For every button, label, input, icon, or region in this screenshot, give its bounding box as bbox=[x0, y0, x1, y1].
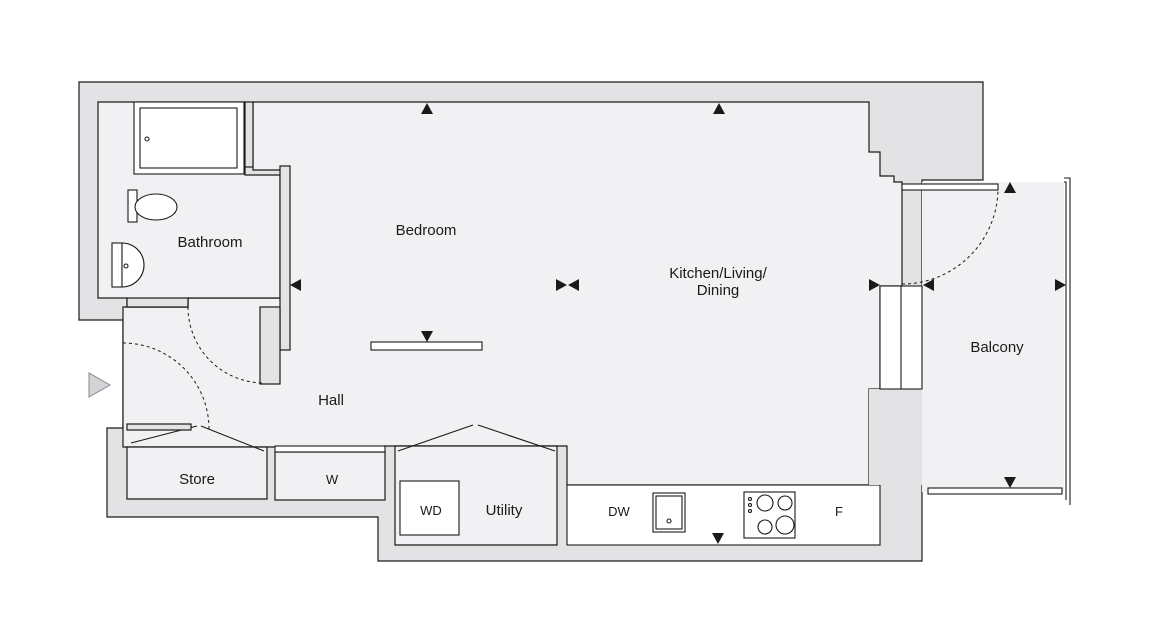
entrance-arrow-icon bbox=[88, 372, 112, 398]
window-arrow-living-right bbox=[869, 279, 880, 291]
basin-counter bbox=[111, 242, 123, 288]
balcony-railing bbox=[1064, 177, 1071, 505]
bath-drain bbox=[144, 136, 150, 142]
basin bbox=[121, 242, 145, 288]
bathroom-wall-lower bbox=[259, 306, 281, 385]
window-arrow-balcony-left bbox=[923, 279, 934, 291]
hob bbox=[743, 491, 796, 539]
balcony-door-swing bbox=[901, 187, 999, 285]
store-door-right bbox=[200, 425, 265, 452]
toilet-bowl bbox=[134, 193, 178, 221]
room-label-kitchen-line2: Dining bbox=[697, 282, 740, 299]
kitchen-worktop bbox=[566, 484, 881, 546]
fixture-label-wardrobe: W bbox=[326, 472, 339, 487]
hob-ring-2 bbox=[777, 495, 793, 511]
hob-knob-1 bbox=[747, 496, 753, 502]
fixture-label-washer-dryer: WD bbox=[420, 503, 442, 518]
room-divider bbox=[370, 341, 483, 351]
balcony-threshold-bottom bbox=[927, 487, 1063, 495]
window-arrow-bedroom-right bbox=[556, 279, 567, 291]
utility-door-left bbox=[397, 424, 474, 452]
room-label-utility: Utility bbox=[486, 502, 523, 519]
washer-dryer bbox=[399, 480, 460, 536]
bathroom-wall-right bbox=[279, 165, 291, 351]
room-label-bedroom: Bedroom bbox=[396, 222, 457, 239]
store-floor bbox=[126, 446, 268, 500]
bathroom-door-swing bbox=[187, 306, 265, 384]
window-arrow-balcony-top bbox=[1004, 182, 1016, 193]
sink bbox=[652, 492, 686, 533]
bathtub bbox=[133, 101, 245, 175]
window-arrow-balcony-bottom bbox=[1004, 477, 1016, 488]
hob-ring-3 bbox=[757, 519, 773, 535]
entrance-door-swing bbox=[122, 342, 210, 430]
fixture-label-fridge: F bbox=[835, 504, 843, 519]
hob-knob-2 bbox=[747, 502, 753, 508]
window-arrow-living-top bbox=[713, 103, 725, 114]
window-arrow-balcony-right bbox=[1055, 279, 1066, 291]
basin-drain bbox=[123, 263, 129, 269]
balcony-railing-inner bbox=[1064, 181, 1067, 500]
sink-bowl bbox=[655, 495, 683, 530]
bathroom-wall-bottom bbox=[126, 297, 189, 308]
bathtub-inner bbox=[139, 107, 238, 169]
hob-ring-1 bbox=[756, 494, 774, 512]
fixture-label-dishwasher: DW bbox=[608, 504, 630, 519]
store-lintel bbox=[126, 423, 192, 431]
room-label-store: Store bbox=[179, 471, 215, 488]
room-label-kitchen-line1: Kitchen/Living/ bbox=[669, 265, 767, 282]
hob-knob-3 bbox=[747, 508, 753, 514]
window-arrow-kitchen-bottom bbox=[712, 533, 724, 544]
room-label-hall: Hall bbox=[318, 392, 344, 409]
window-arrow-bedroom-top bbox=[421, 103, 433, 114]
balcony-threshold-top bbox=[901, 183, 999, 191]
room-label-balcony: Balcony bbox=[970, 339, 1024, 356]
wardrobe-unit bbox=[274, 451, 386, 501]
utility-door-right bbox=[477, 424, 556, 452]
kitchen-wall-end bbox=[869, 389, 922, 485]
window-arrow-living-left bbox=[568, 279, 579, 291]
bedroom-wall-stub bbox=[244, 101, 254, 168]
hob-ring-4 bbox=[775, 515, 795, 535]
sink-drain bbox=[666, 518, 672, 524]
room-label-bathroom: Bathroom bbox=[177, 234, 242, 251]
wardrobe-door bbox=[274, 445, 386, 453]
balcony-floor bbox=[922, 182, 1064, 492]
window-arrow-divider bbox=[421, 331, 433, 342]
window-arrow-bedroom-left bbox=[290, 279, 301, 291]
